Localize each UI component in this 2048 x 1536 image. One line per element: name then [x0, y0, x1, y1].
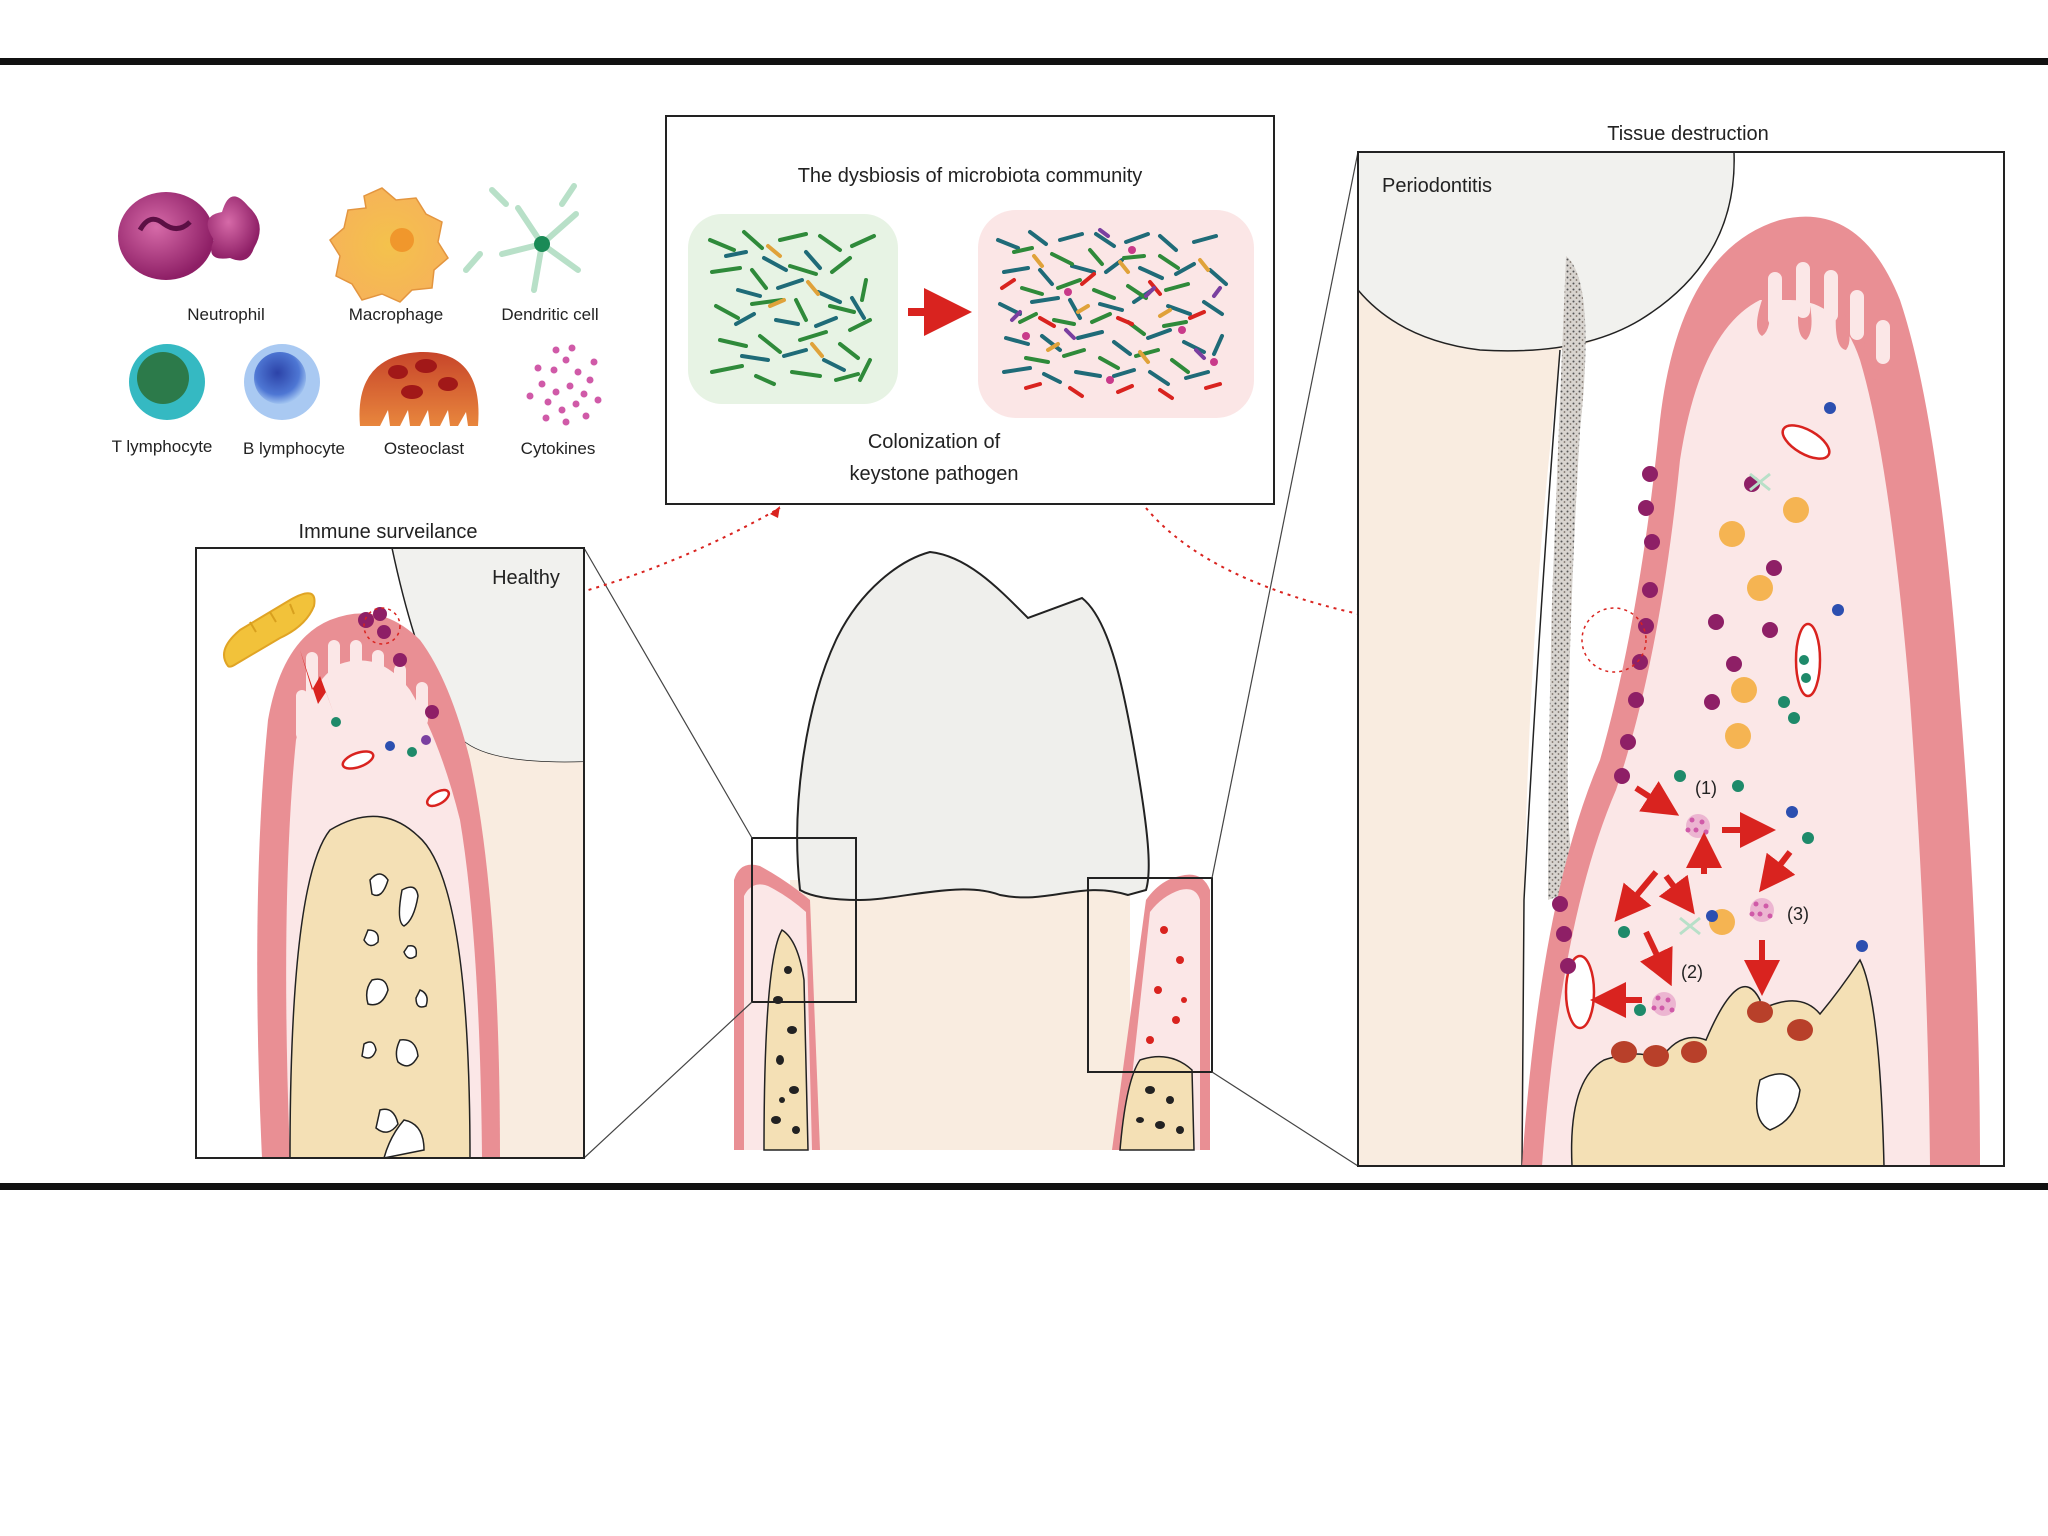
legend-osteoclast: Osteoclast	[384, 439, 465, 458]
plaque-biofilm	[1548, 256, 1586, 900]
periodontitis-heading: Tissue destruction	[1607, 123, 1769, 145]
dendritic-cell-icon	[463, 183, 581, 293]
healthy-panel: Immune surveilance	[195, 521, 585, 1159]
top-rule	[0, 58, 2048, 65]
cytokines-icon	[526, 344, 602, 426]
bacterium-icon	[223, 592, 316, 668]
signaling-arrows	[1590, 781, 1796, 1018]
periodontitis-label: Periodontitis	[1382, 175, 1492, 197]
dysbiosis-caption-2: keystone pathogen	[849, 463, 1018, 485]
legend-neutrophil: Neutrophil	[187, 305, 265, 324]
legend-macrophage: Macrophage	[349, 305, 444, 324]
step-2-label: (2)	[1681, 962, 1703, 982]
dysbiosis-title: The dysbiosis of microbiota community	[798, 165, 1143, 187]
step-1-label: (1)	[1695, 778, 1717, 798]
b-lymphocyte-icon	[244, 344, 320, 420]
legend-dendritic-cell: Dendritic cell	[501, 305, 598, 324]
dysbiotic-microbiota	[978, 210, 1254, 418]
dysbiosis-caption-1: Colonization of	[868, 431, 1001, 453]
tooth-crown	[796, 550, 1150, 902]
osteoclast-icon	[359, 351, 479, 426]
dysbiosis-panel: The dysbiosis of microbiota community Co…	[665, 115, 1275, 505]
neutrophil-icon	[118, 192, 260, 280]
cell-legend: Neutrophil Macrophage Dendritic cell T l…	[112, 183, 602, 458]
healthy-label: Healthy	[492, 567, 560, 589]
dotted-connectors	[399, 507, 1557, 641]
zoom-box-right	[1087, 877, 1213, 1073]
legend-cytokines: Cytokines	[521, 439, 596, 458]
zoom-connectors	[583, 151, 1359, 1167]
zoom-box-left	[751, 837, 857, 1003]
macrophage-icon	[329, 187, 449, 303]
lightning-icon	[300, 650, 334, 714]
periodontitis-panel: Tissue destruction	[1357, 123, 2005, 1167]
legend-b-lymphocyte: B lymphocyte	[243, 439, 345, 458]
bottom-rule	[0, 1183, 2048, 1190]
step-3-label: (3)	[1787, 904, 1809, 924]
t-lymphocyte-icon	[129, 344, 205, 420]
healthy-heading: Immune surveilance	[299, 521, 478, 543]
central-tooth	[734, 550, 1213, 1151]
legend-t-lymphocyte: T lymphocyte	[112, 437, 213, 456]
